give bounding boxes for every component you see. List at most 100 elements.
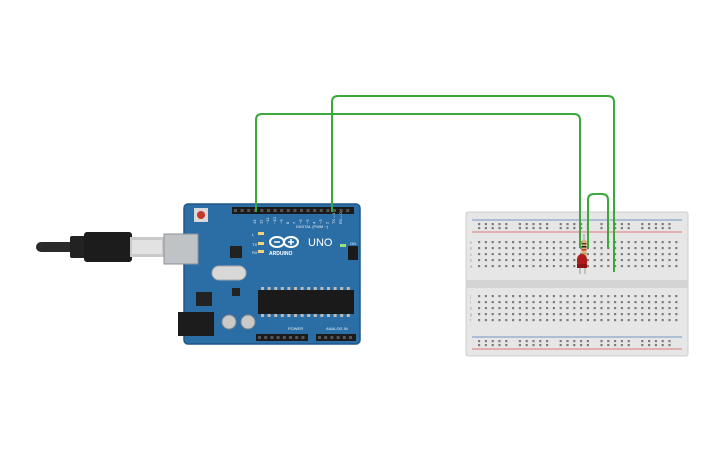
breadboard-hole[interactable] [512, 313, 515, 316]
breadboard-hole[interactable] [505, 301, 508, 304]
header-hole[interactable] [306, 209, 310, 212]
breadboard-hole[interactable] [552, 307, 555, 310]
rail-hole[interactable] [600, 227, 603, 230]
header-hole[interactable] [270, 336, 274, 339]
breadboard-hole[interactable] [668, 295, 671, 298]
rail-hole[interactable] [648, 344, 651, 347]
breadboard-hole[interactable] [546, 319, 549, 322]
breadboard-hole[interactable] [484, 313, 487, 316]
rail-hole[interactable] [641, 340, 644, 343]
rail-hole[interactable] [525, 340, 528, 343]
breadboard-hole[interactable] [668, 259, 671, 262]
breadboard-hole[interactable] [573, 253, 576, 256]
header-hole[interactable] [264, 336, 268, 339]
rail-hole[interactable] [559, 340, 562, 343]
breadboard-hole[interactable] [573, 265, 576, 268]
breadboard-hole[interactable] [614, 319, 617, 322]
breadboard-hole[interactable] [607, 259, 610, 262]
rail-hole[interactable] [539, 340, 542, 343]
breadboard-hole[interactable] [532, 295, 535, 298]
rail-hole[interactable] [484, 223, 487, 226]
breadboard-hole[interactable] [484, 241, 487, 244]
breadboard-hole[interactable] [512, 295, 515, 298]
breadboard-hole[interactable] [641, 319, 644, 322]
breadboard-hole[interactable] [654, 253, 657, 256]
breadboard-hole[interactable] [484, 301, 487, 304]
breadboard-hole[interactable] [586, 247, 589, 250]
breadboard-hole[interactable] [525, 259, 528, 262]
breadboard-hole[interactable] [546, 313, 549, 316]
rail-hole[interactable] [648, 223, 651, 226]
rail-hole[interactable] [627, 227, 630, 230]
rail-hole[interactable] [559, 227, 562, 230]
rail-hole[interactable] [641, 344, 644, 347]
breadboard-hole[interactable] [607, 253, 610, 256]
breadboard-hole[interactable] [505, 265, 508, 268]
breadboard-hole[interactable] [498, 295, 501, 298]
rail-hole[interactable] [668, 227, 671, 230]
breadboard-hole[interactable] [546, 265, 549, 268]
breadboard-hole[interactable] [607, 295, 610, 298]
breadboard-hole[interactable] [512, 253, 515, 256]
breadboard-hole[interactable] [614, 259, 617, 262]
breadboard-hole[interactable] [478, 301, 481, 304]
breadboard-hole[interactable] [614, 241, 617, 244]
breadboard-hole[interactable] [559, 265, 562, 268]
breadboard-hole[interactable] [478, 319, 481, 322]
breadboard-hole[interactable] [648, 313, 651, 316]
breadboard-hole[interactable] [539, 259, 542, 262]
breadboard-hole[interactable] [478, 253, 481, 256]
breadboard-hole[interactable] [614, 253, 617, 256]
breadboard-hole[interactable] [478, 247, 481, 250]
breadboard-hole[interactable] [532, 265, 535, 268]
led[interactable] [577, 254, 587, 274]
breadboard-hole[interactable] [512, 241, 515, 244]
breadboard-hole[interactable] [525, 307, 528, 310]
breadboard-hole[interactable] [580, 301, 583, 304]
header-hole[interactable] [258, 336, 261, 339]
breadboard-hole[interactable] [518, 247, 521, 250]
breadboard-hole[interactable] [478, 265, 481, 268]
rail-hole[interactable] [573, 223, 576, 226]
rail-hole[interactable] [518, 223, 521, 226]
breadboard-hole[interactable] [518, 301, 521, 304]
rail-hole[interactable] [586, 344, 589, 347]
rail-hole[interactable] [668, 344, 671, 347]
breadboard-hole[interactable] [518, 319, 521, 322]
breadboard-hole[interactable] [634, 259, 637, 262]
breadboard-hole[interactable] [675, 253, 678, 256]
breadboard-hole[interactable] [607, 265, 610, 268]
breadboard-hole[interactable] [525, 265, 528, 268]
breadboard-hole[interactable] [539, 319, 542, 322]
breadboard-hole[interactable] [634, 301, 637, 304]
breadboard-hole[interactable] [634, 247, 637, 250]
breadboard-hole[interactable] [586, 253, 589, 256]
rail-hole[interactable] [668, 223, 671, 226]
breadboard-hole[interactable] [627, 265, 630, 268]
breadboard-hole[interactable] [525, 319, 528, 322]
breadboard-hole[interactable] [641, 313, 644, 316]
rail-hole[interactable] [532, 340, 535, 343]
breadboard-hole[interactable] [641, 247, 644, 250]
rail-hole[interactable] [491, 340, 494, 343]
breadboard-hole[interactable] [648, 301, 651, 304]
breadboard-hole[interactable] [675, 307, 678, 310]
breadboard-hole[interactable] [654, 259, 657, 262]
breadboard-hole[interactable] [614, 313, 617, 316]
breadboard-hole[interactable] [491, 319, 494, 322]
breadboard-hole[interactable] [505, 247, 508, 250]
breadboard-hole[interactable] [491, 247, 494, 250]
breadboard-hole[interactable] [566, 247, 569, 250]
rail-hole[interactable] [614, 340, 617, 343]
rail-hole[interactable] [525, 344, 528, 347]
rail-hole[interactable] [627, 344, 630, 347]
breadboard-hole[interactable] [648, 295, 651, 298]
power-header[interactable] [256, 334, 308, 341]
rail-hole[interactable] [654, 223, 657, 226]
breadboard-hole[interactable] [491, 253, 494, 256]
breadboard-hole[interactable] [675, 313, 678, 316]
breadboard-hole[interactable] [675, 301, 678, 304]
breadboard-hole[interactable] [580, 319, 583, 322]
breadboard-hole[interactable] [491, 259, 494, 262]
